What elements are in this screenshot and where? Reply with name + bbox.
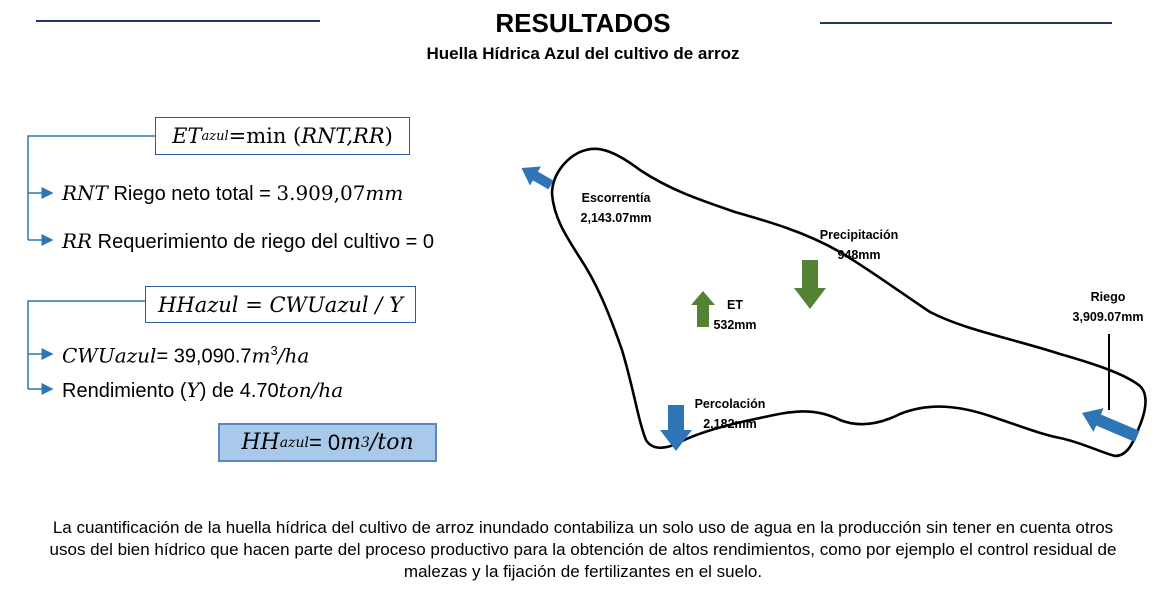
item-rnt-unit: mm	[365, 181, 404, 205]
label-et: ET 532mm	[705, 295, 765, 335]
result-unit: m	[340, 430, 362, 455]
page-title: RESULTADOS	[495, 8, 671, 38]
formula-close-paren: )	[384, 124, 393, 148]
et-arrow-icon	[691, 291, 715, 327]
item-cwu-per: /ha	[277, 343, 310, 368]
precipitacion-arrow-icon	[794, 260, 826, 309]
item-rnt-value: 3.909,07	[276, 181, 366, 205]
caption-text: La cuantificación de la huella hídrica d…	[49, 518, 1117, 581]
item-rend-symbol: Y	[186, 378, 200, 402]
item-rnt-symbol: RNT	[62, 181, 108, 205]
riego-arrow-icon	[1082, 408, 1140, 442]
formula-min-text: =min (	[228, 124, 302, 148]
formula-et-subscript: azul	[201, 128, 229, 144]
formula-et-symbol: ET	[172, 124, 202, 148]
result-unit-subscript: 3	[361, 434, 370, 451]
label-escorrentia-value: 2,143.07mm	[580, 211, 652, 225]
label-riego-name: Riego	[1090, 290, 1126, 304]
item-rendimiento: Rendimiento (Y) de 4.70ton/ha	[62, 378, 343, 403]
item-rend-text-a: Rendimiento (	[62, 380, 187, 402]
connector-group-2	[27, 300, 145, 395]
label-precipitacion: Precipitación 948mm	[809, 225, 909, 265]
percolacion-arrow-icon	[660, 405, 692, 451]
item-rr-text: Requerimiento de riego del cultivo = 0	[92, 231, 434, 253]
result-eq: = 0	[308, 429, 341, 455]
header-rule-right	[820, 22, 1112, 24]
item-cwu-symbol: CWUazul	[62, 343, 157, 368]
item-rnt-text: Riego neto total =	[107, 183, 277, 205]
label-precipitacion-name: Precipitación	[819, 228, 899, 242]
label-escorrentia: Escorrentía 2,143.07mm	[566, 188, 666, 228]
item-rr: RR Requerimiento de riego del cultivo = …	[62, 229, 434, 254]
label-riego-value: 3,909.07mm	[1072, 310, 1144, 324]
label-percolacion-name: Percolación	[694, 397, 766, 411]
item-rnt: RNT Riego neto total = 3.909,07mm	[62, 181, 403, 206]
formula-hh-azul: HHazul = CWUazul / Y	[145, 286, 416, 323]
header-rule-left	[36, 20, 320, 22]
result-hh-symbol: HH	[241, 430, 280, 455]
formula-hh-text: HHazul = CWUazul / Y	[158, 292, 403, 317]
label-et-value: 532mm	[713, 318, 757, 332]
label-percolacion-value: 2,182mm	[703, 417, 757, 431]
label-precipitacion-value: 948mm	[837, 248, 881, 262]
formula-min-args: RNT,RR	[301, 124, 385, 148]
result-per: /ton	[369, 430, 414, 455]
label-percolacion: Percolación 2,182mm	[680, 394, 780, 434]
item-cwu: CWUazul= 39,090.7m3/ha	[62, 343, 309, 369]
item-rend-text-b: ) de 4.70	[199, 380, 279, 402]
item-rend-unit: ton/ha	[278, 378, 344, 402]
result-hh-subscript: azul	[279, 434, 309, 451]
label-escorrentia-name: Escorrentía	[581, 191, 651, 205]
item-rr-symbol: RR	[62, 229, 93, 253]
field-boundary	[550, 147, 1147, 458]
label-et-name: ET	[727, 298, 743, 312]
item-cwu-text: = 39,090.7	[156, 345, 252, 368]
page-subtitle: Huella Hídrica Azul del cultivo de arroz	[426, 44, 740, 63]
escorrentia-arrow-icon	[521, 166, 554, 190]
item-cwu-unit: m	[251, 343, 271, 368]
item-cwu-exp: 3	[270, 343, 278, 358]
label-riego: Riego 3,909.07mm	[1058, 287, 1158, 327]
connector-group-1	[27, 135, 155, 246]
